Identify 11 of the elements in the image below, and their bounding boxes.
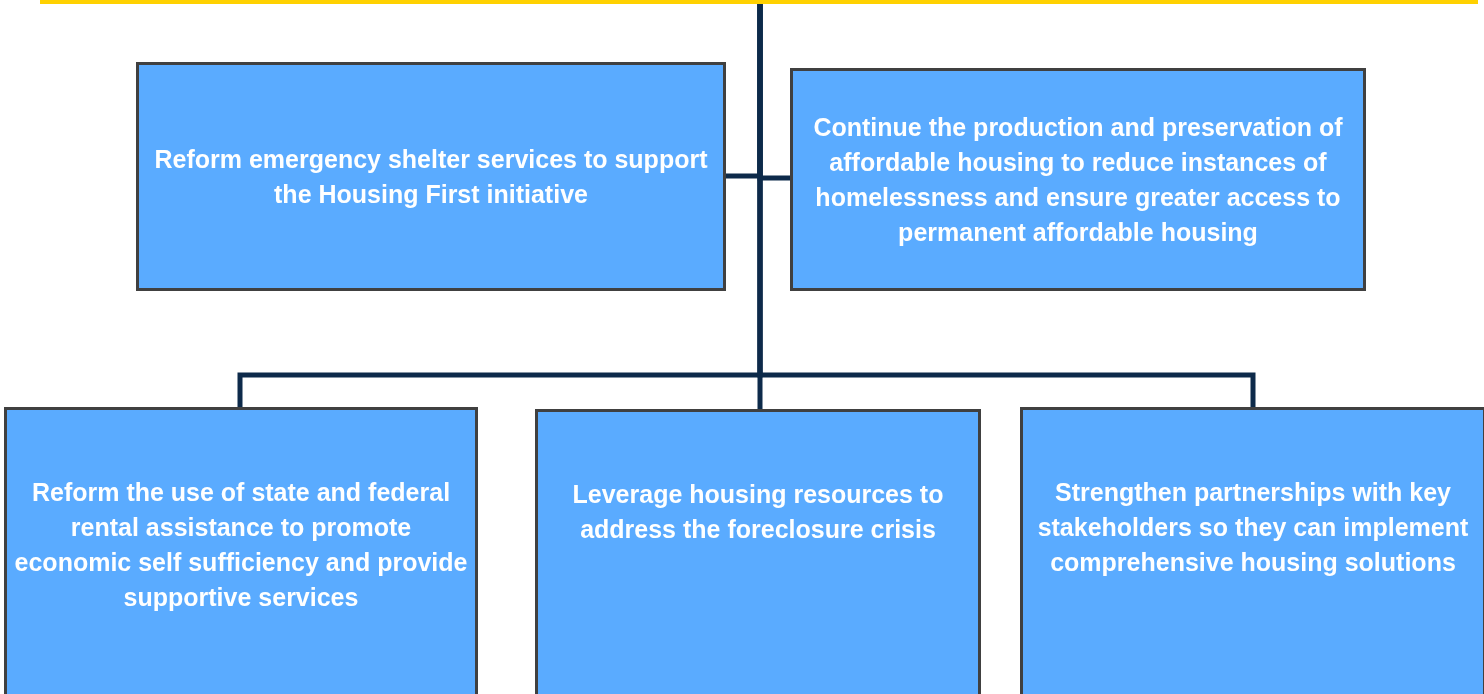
goal-box bbox=[136, 62, 726, 291]
goal-text: Strengthen partnerships with key stakeholders so they can implement comprehensive housing solutions bbox=[1036, 477, 1470, 578]
goal-box bbox=[790, 68, 1366, 291]
goal-box bbox=[535, 409, 981, 694]
goal-text: Reform emergency shelter services to support the Housing First initiative bbox=[153, 143, 709, 210]
goal-text: Leverage housing resources to address the foreclosure crisis bbox=[571, 479, 945, 545]
goal-box bbox=[4, 407, 478, 694]
goal-text: Reform the use of state and federal rental assistance to promote economic self sufficiency and provide supportive services bbox=[13, 477, 469, 613]
goal-text: Continue the production and preservation of affordable housing to reduce instances of homelessness and ensure greater access to permanent affordable housing bbox=[812, 111, 1344, 248]
connector-line bbox=[757, 4, 1256, 407]
goal-box bbox=[1020, 407, 1484, 694]
